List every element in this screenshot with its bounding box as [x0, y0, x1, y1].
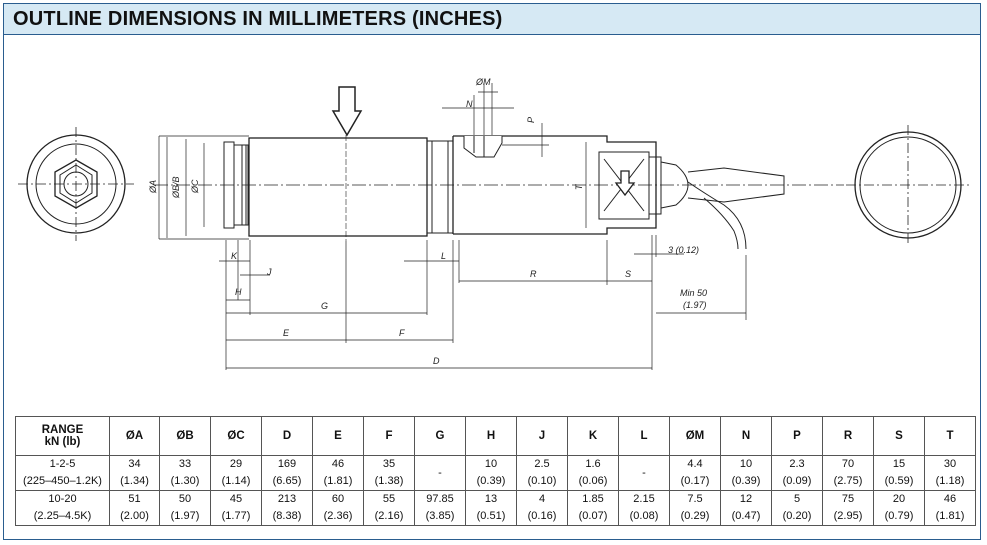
col-header: R	[822, 416, 874, 456]
col-header: E	[312, 416, 364, 456]
label-f: F	[399, 328, 405, 338]
value-cell: 5(0.20)	[771, 490, 823, 526]
col-header: L	[618, 416, 670, 456]
outline-drawing: ØA ØB/B ØC ØM N P T K J H L R S G E F D …	[18, 77, 970, 370]
label-g: G	[321, 301, 328, 311]
label-phi-a: ØA	[148, 180, 158, 194]
col-header: S	[873, 416, 925, 456]
dimension-lines	[158, 83, 747, 370]
value-cell: 213(8.38)	[261, 490, 313, 526]
right-end-view	[846, 125, 970, 245]
label-r: R	[530, 269, 537, 279]
datasheet-panel: OUTLINE DIMENSIONS IN MILLIMETERS (INCHE…	[3, 3, 981, 540]
value-cell: 10(0.39)	[465, 455, 517, 491]
col-header: ØC	[210, 416, 262, 456]
value-cell: 20(0.79)	[873, 490, 925, 526]
value-cell: 75(2.95)	[822, 490, 874, 526]
value-cell: 51(2.00)	[109, 490, 160, 526]
col-header: J	[516, 416, 568, 456]
col-header: H	[465, 416, 517, 456]
col-header: F	[363, 416, 415, 456]
table-row: 1-2-5(225–450–1.2K) 34(1.34) 33(1.30) 29…	[15, 455, 976, 491]
label-d: D	[433, 356, 440, 366]
value-cell: 1.6(0.06)	[567, 455, 619, 491]
label-j: J	[266, 267, 272, 277]
value-cell: 2.15(0.08)	[618, 490, 670, 526]
value-cell: 2.5(0.10)	[516, 455, 568, 491]
col-header: G	[414, 416, 466, 456]
value-cell: 169(6.65)	[261, 455, 313, 491]
col-header: K	[567, 416, 619, 456]
value-cell: 29(1.14)	[210, 455, 262, 491]
value-cell: 13(0.51)	[465, 490, 517, 526]
value-cell: 50(1.97)	[159, 490, 211, 526]
range-cell: 10-20(2.25–4.5K)	[15, 490, 110, 526]
value-cell: -	[414, 455, 466, 491]
table-row: 10-20(2.25–4.5K) 51(2.00) 50(1.97) 45(1.…	[15, 490, 976, 526]
left-end-view	[18, 127, 134, 241]
col-header: ØA	[109, 416, 160, 456]
value-cell: 34(1.34)	[109, 455, 160, 491]
label-p: P	[526, 117, 536, 123]
load-cell-side-view	[154, 135, 844, 250]
value-cell: 35(1.38)	[363, 455, 415, 491]
label-s: S	[625, 269, 631, 279]
label-phi-c: ØC	[190, 179, 200, 194]
value-cell: 4(0.16)	[516, 490, 568, 526]
range-cell: 1-2-5(225–450–1.2K)	[15, 455, 110, 491]
value-cell: 55(2.16)	[363, 490, 415, 526]
value-cell: 30(1.18)	[924, 455, 976, 491]
label-n: N	[466, 99, 473, 109]
load-arrow	[331, 86, 363, 137]
value-cell: 33(1.30)	[159, 455, 211, 491]
col-header: N	[720, 416, 772, 456]
label-phi-m: ØM	[475, 77, 491, 87]
value-cell: 1.85(0.07)	[567, 490, 619, 526]
col-header: D	[261, 416, 313, 456]
dimension-labels: ØA ØB/B ØC ØM N P T K J H L R S G E F D …	[148, 77, 707, 366]
col-header: T	[924, 416, 976, 456]
value-cell: 97.85(3.85)	[414, 490, 466, 526]
value-cell: 10(0.39)	[720, 455, 772, 491]
value-cell: 4.4(0.17)	[669, 455, 721, 491]
label-h: H	[235, 287, 242, 297]
section-title: OUTLINE DIMENSIONS IN MILLIMETERS (INCHE…	[13, 8, 503, 30]
label-gap: 3 (0.12)	[668, 245, 699, 255]
value-cell: 60(2.36)	[312, 490, 364, 526]
value-cell: 46(1.81)	[312, 455, 364, 491]
label-k: K	[231, 251, 238, 261]
value-cell: 7.5(0.29)	[669, 490, 721, 526]
value-cell: 15(0.59)	[873, 455, 925, 491]
value-cell: -	[618, 455, 670, 491]
title-bar: OUTLINE DIMENSIONS IN MILLIMETERS (INCHE…	[4, 4, 980, 35]
inner-arrow	[614, 170, 636, 197]
label-min: Min 50	[680, 288, 707, 298]
col-header: P	[771, 416, 823, 456]
table-header-row: RANGE kN (lb) ØA ØB ØC D E F G H J K L Ø…	[15, 416, 976, 456]
dimensions-table: RANGE kN (lb) ØA ØB ØC D E F G H J K L Ø…	[15, 416, 976, 526]
range-header: RANGE kN (lb)	[15, 416, 110, 456]
label-phi-b: ØB/B	[171, 176, 181, 199]
col-header: ØB	[159, 416, 211, 456]
label-t: T	[574, 183, 584, 190]
label-min-in: (1.97)	[683, 300, 707, 310]
col-header: ØM	[669, 416, 721, 456]
label-l: L	[441, 251, 446, 261]
value-cell: 70(2.75)	[822, 455, 874, 491]
value-cell: 2.3(0.09)	[771, 455, 823, 491]
label-e: E	[283, 328, 290, 338]
value-cell: 12(0.47)	[720, 490, 772, 526]
value-cell: 46(1.81)	[924, 490, 976, 526]
value-cell: 45(1.77)	[210, 490, 262, 526]
